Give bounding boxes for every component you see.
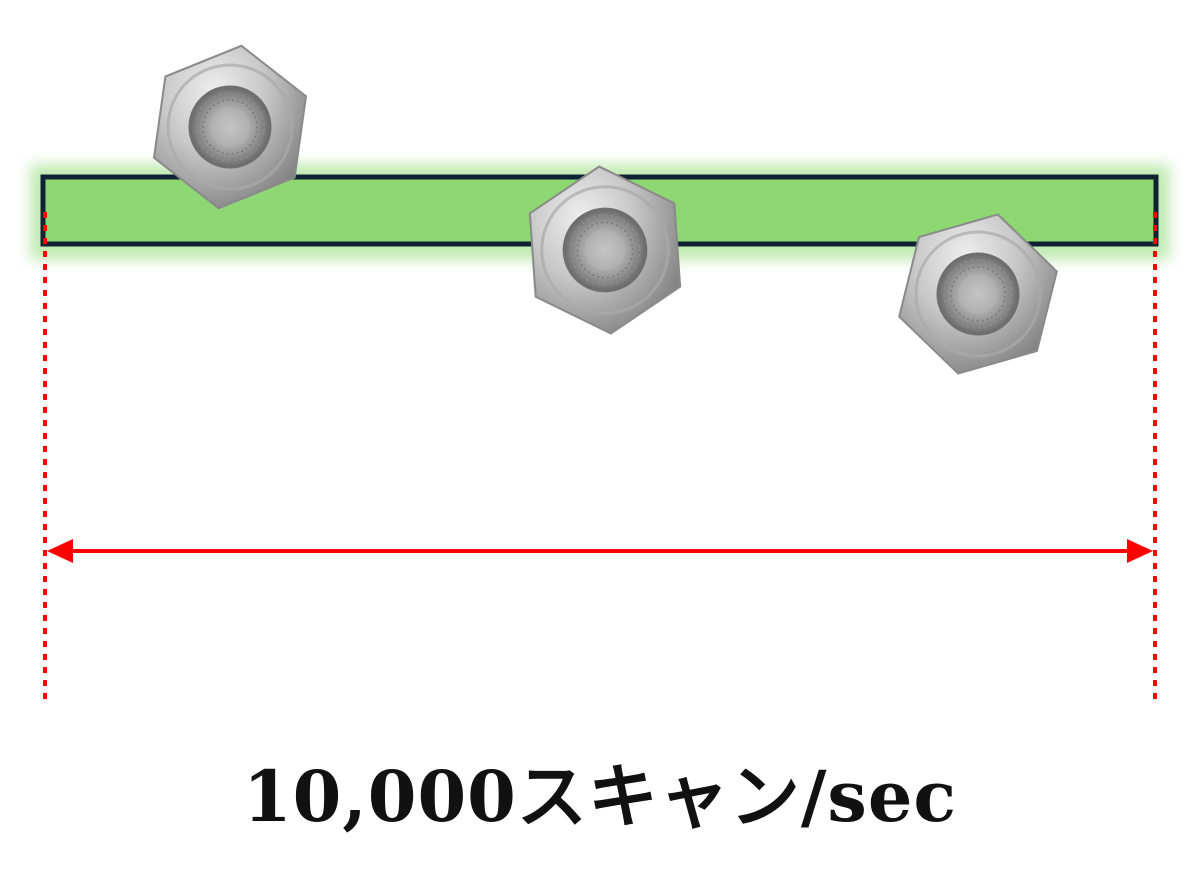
- width-arrow: [47, 539, 1153, 563]
- scan-rate-caption: 10,000スキャン/sec: [242, 755, 958, 838]
